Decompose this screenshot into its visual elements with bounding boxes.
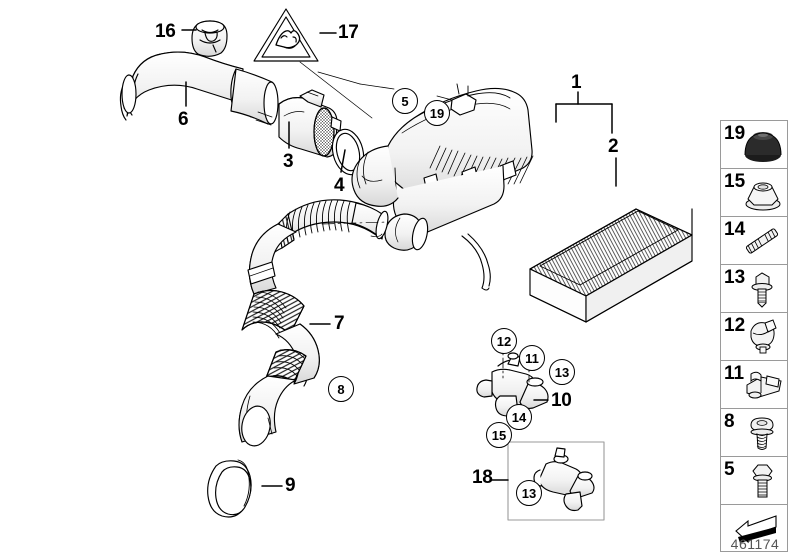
legend-item-19[interactable]: 19: [720, 120, 788, 168]
warning-triangle-17-art: [253, 8, 373, 119]
air-duct-7-art: [238, 199, 389, 447]
legend-item-direction-arrow[interactable]: [720, 504, 788, 552]
pan-head-screw-icon: [750, 417, 774, 450]
rubber-grommet-9-art: [207, 459, 252, 518]
arrow-direction-icon: [735, 515, 777, 544]
bracket-kit-18-art: [491, 441, 605, 521]
legend-panel: 19 15 14: [720, 120, 788, 552]
legend-item-14[interactable]: 14: [720, 216, 788, 264]
circled-callout-11[interactable]: 11: [519, 345, 545, 371]
callout-17[interactable]: 17: [338, 22, 359, 43]
flange-bolt-icon: [751, 272, 773, 308]
legend-item-13[interactable]: 13: [720, 264, 788, 312]
o-ring-4-art: [331, 128, 365, 176]
air-filter-element-2-art: [529, 208, 693, 323]
circled-callout-13-detail[interactable]: 13: [516, 480, 542, 506]
legend-number: 15: [724, 171, 746, 192]
legend-number: 13: [724, 267, 746, 288]
circled-callout-12[interactable]: 12: [491, 328, 517, 354]
threaded-stud-icon: [745, 228, 779, 254]
legend-number: 5: [724, 459, 735, 480]
intake-hose-6-art: [119, 51, 279, 126]
callout-7[interactable]: 7: [334, 313, 345, 334]
circled-callout-14[interactable]: 14: [506, 404, 532, 430]
legend-number: 19: [724, 123, 746, 144]
mass-air-flow-sensor-3-art: [278, 89, 342, 158]
legend-item-12[interactable]: 12: [720, 312, 788, 360]
circled-callout-19[interactable]: 19: [424, 100, 450, 126]
callout-10[interactable]: 10: [551, 390, 572, 411]
diagram-id-number: 461174: [730, 536, 780, 552]
callout-6[interactable]: 6: [178, 109, 189, 130]
legend-item-11[interactable]: 11: [720, 360, 788, 408]
clip-16-art: [191, 20, 228, 57]
air-filter-housing-1-art: [351, 83, 534, 291]
cable-clamp-icon: [746, 371, 782, 399]
legend-number: 12: [724, 315, 746, 336]
callout-16[interactable]: 16: [155, 21, 176, 42]
bracket-10-art: [476, 339, 549, 417]
leader-lines: [181, 29, 617, 487]
legend-number: 11: [724, 363, 745, 384]
flange-nut-icon: [745, 182, 781, 211]
callout-3[interactable]: 3: [283, 151, 294, 172]
circled-callout-5[interactable]: 5: [392, 88, 418, 114]
circled-callout-15[interactable]: 15: [486, 422, 512, 448]
legend-number: 8: [724, 411, 735, 432]
callout-18[interactable]: 18: [472, 467, 493, 488]
callout-4[interactable]: 4: [334, 175, 345, 196]
thin-leaders: [317, 71, 453, 101]
spring-clip-icon: [750, 319, 777, 354]
legend-item-5[interactable]: 5: [720, 456, 788, 504]
hex-bolt-icon: [752, 464, 773, 498]
callout-1[interactable]: 1: [571, 72, 582, 93]
legend-item-15[interactable]: 15: [720, 168, 788, 216]
callout-9[interactable]: 9: [285, 475, 296, 496]
circled-callout-13[interactable]: 13: [549, 359, 575, 385]
callout-2[interactable]: 2: [608, 136, 619, 157]
rubber-mount-icon: [744, 132, 782, 162]
legend-number: 14: [724, 219, 746, 240]
circled-callout-8[interactable]: 8: [328, 376, 354, 402]
legend-item-8[interactable]: 8: [720, 408, 788, 456]
